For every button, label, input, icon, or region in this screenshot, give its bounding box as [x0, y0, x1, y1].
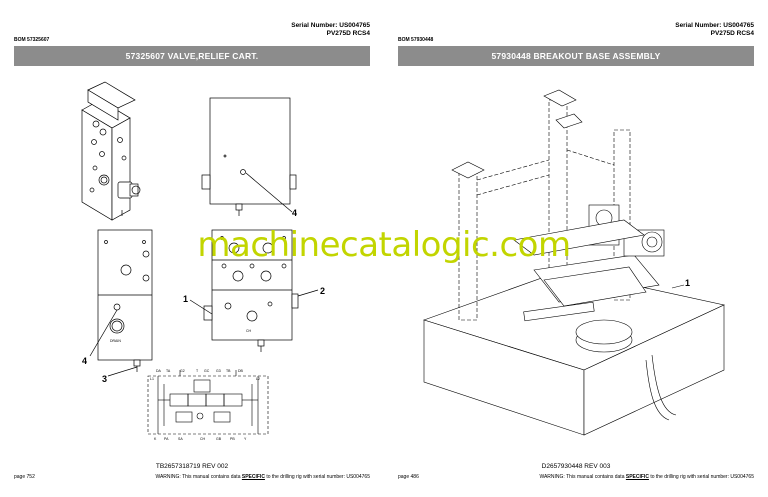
callout-4-lower: 4 — [82, 356, 87, 366]
page-number: page 486 — [398, 474, 419, 480]
serial-number: Serial Number: US004765 — [291, 22, 370, 29]
valve-front-view-b — [189, 229, 319, 352]
svg-text:G3: G3 — [216, 369, 221, 373]
svg-text:CH: CH — [246, 329, 252, 333]
left-page: Serial Number: US004765 PV275D RCS4 BOM … — [14, 22, 370, 480]
breakout-base-drawing: 1 — [423, 89, 725, 436]
bom-number: BOM 57325607 — [14, 37, 50, 43]
footer-warning: WARNING: This manual contains data SPECI… — [539, 474, 754, 480]
svg-text:K: K — [154, 437, 157, 441]
footer: page 486 WARNING: This manual contains d… — [398, 474, 754, 480]
bom-number: BOM 57930448 — [398, 37, 434, 43]
svg-text:T: T — [196, 369, 199, 373]
page-number: page 752 — [14, 474, 35, 480]
model-name: PV275D RCS4 — [326, 30, 370, 37]
svg-text:GC: GC — [204, 369, 210, 373]
callout-4-upper: 4 — [292, 208, 297, 218]
drawing-caption: D2657930448 REV 003 — [541, 463, 611, 470]
section-banner: 57930448 BREAKOUT BASE ASSEMBLY — [398, 46, 754, 66]
svg-text:DB: DB — [238, 369, 244, 373]
model-name: PV275D RCS4 — [710, 30, 754, 37]
callout-1: 1 — [183, 294, 188, 304]
footer-warning: WARNING: This manual contains data SPECI… — [155, 474, 370, 480]
serial-block: Serial Number: US004765 PV275D RCS4 — [291, 22, 370, 38]
hydraulic-schematic — [147, 370, 269, 435]
callout-2: 2 — [320, 286, 325, 296]
svg-text:Y: Y — [244, 437, 247, 441]
serial-block: Serial Number: US004765 PV275D RCS4 — [675, 22, 754, 38]
svg-text:L2: L2 — [256, 377, 260, 381]
valve-drawing: 4 1 2 4 3 DA TA G2 T GC G3 TB DB L1 L2 K PA SA C… — [81, 81, 325, 441]
watermark: machinecatalogic.com — [197, 225, 571, 265]
callout-1: 1 — [685, 278, 690, 288]
svg-text:TA: TA — [166, 369, 171, 373]
svg-text:L1: L1 — [150, 377, 154, 381]
drawing-caption: TB2657318719 REV 002 — [155, 463, 229, 470]
svg-text:PB: PB — [230, 437, 235, 441]
svg-text:SA: SA — [178, 437, 183, 441]
valve-side-view — [201, 97, 297, 216]
callout-3: 3 — [102, 374, 107, 384]
right-page: Serial Number: US004765 PV275D RCS4 BOM … — [384, 0, 768, 497]
svg-text:G2: G2 — [180, 369, 185, 373]
svg-text:GB: GB — [216, 437, 222, 441]
svg-text:DRAIN: DRAIN — [110, 339, 121, 343]
svg-text:TB: TB — [226, 369, 231, 373]
serial-number: Serial Number: US004765 — [675, 22, 754, 29]
valve-front-view-a — [89, 229, 153, 377]
footer: page 752 WARNING: This manual contains d… — [14, 474, 370, 480]
valve-isometric-view — [81, 81, 141, 221]
section-banner: 57325607 VALVE,RELIEF CART. — [14, 46, 370, 66]
svg-text:PA: PA — [164, 437, 169, 441]
svg-text:CH: CH — [200, 437, 206, 441]
svg-text:DA: DA — [156, 369, 162, 373]
